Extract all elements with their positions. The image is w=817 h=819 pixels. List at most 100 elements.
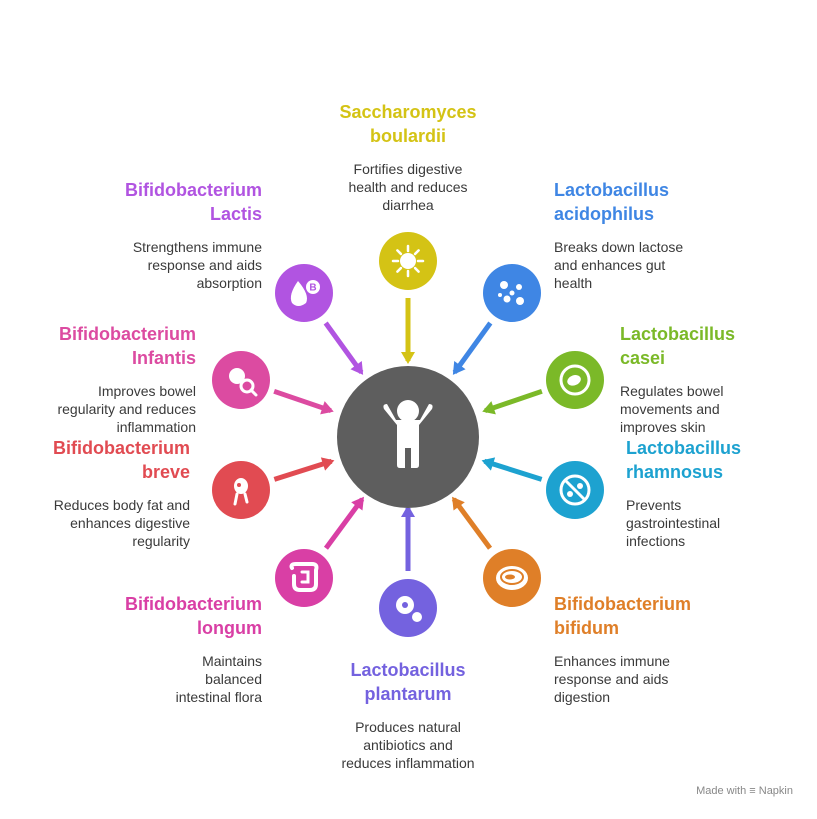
vitamin-b-drop-icon: B: [290, 280, 320, 306]
child-icon: [383, 400, 433, 468]
bacteria-icon: [498, 281, 524, 305]
description-line: response and aids: [147, 257, 262, 273]
node-bifidobacterium-bifidum: [483, 549, 541, 607]
description-line: health and reduces: [348, 179, 468, 195]
description-line: Strengthens immune: [132, 239, 262, 255]
arrowhead-bifidobacterium-longum: [351, 496, 364, 511]
description-line: regularity: [132, 533, 190, 549]
description-line: Reduces body fat and: [53, 497, 190, 513]
item-title: Bifidobacterium breve: [0, 436, 190, 484]
arrow-lactobacillus-rhamnosus: [483, 458, 543, 482]
label-bifidobacterium-lactis: Bifidobacterium Lactis Strengthens immun…: [32, 178, 262, 292]
arrowhead-lactobacillus-plantarum: [401, 505, 415, 517]
arrowhead-bifidobacterium-breve: [320, 457, 335, 471]
description-line: digestion: [554, 689, 611, 705]
node-bifidobacterium-breve: [212, 461, 270, 519]
title-line: Bifidobacterium: [124, 594, 262, 614]
description-line: Regulates bowel: [620, 383, 724, 399]
arrow-lactobacillus-casei: [484, 388, 543, 414]
title-line: Lactis: [209, 204, 262, 224]
item-description: Enhances immune response and aids digest…: [554, 652, 784, 706]
title-line: breve: [141, 462, 190, 482]
title-line: Lactobacillus: [626, 438, 742, 458]
description-line: response and aids: [554, 671, 669, 687]
svg-text:B: B: [309, 283, 316, 294]
title-line: boulardii: [370, 126, 446, 146]
item-description: Improves bowel regularity and reduces in…: [0, 382, 196, 436]
center-node: [337, 366, 479, 508]
credit-brand: Napkin: [758, 785, 793, 797]
arrowhead-bifidobacterium-lactis: [350, 361, 364, 375]
node-bifidobacterium-infantis: [212, 351, 270, 409]
title-line: plantarum: [364, 684, 452, 704]
item-description: Strengthens immune response and aids abs…: [32, 238, 262, 292]
title-line: Lactobacillus: [350, 660, 466, 680]
virus-gears-icon: [396, 596, 422, 622]
label-lactobacillus-rhamnosus: Lactobacillus rhamnosus Prevents gastroi…: [626, 436, 817, 550]
description-line: absorption: [196, 275, 262, 291]
item-description: Produces natural antibiotics and reduces…: [293, 718, 523, 772]
culture-dish-icon: [496, 566, 528, 590]
label-bifidobacterium-breve: Bifidobacterium breve Reduces body fat a…: [0, 436, 190, 550]
description-line: reduces inflammation: [341, 755, 475, 771]
item-title: Lactobacillus plantarum: [293, 658, 523, 706]
title-line: Bifidobacterium: [554, 594, 692, 614]
item-description: Prevents gastrointestinal infections: [626, 496, 817, 550]
description-line: antibiotics and: [363, 737, 453, 753]
label-bifidobacterium-infantis: Bifidobacterium Infantis Improves bowel …: [0, 322, 196, 436]
description-line: diarrhea: [382, 197, 434, 213]
title-line: Infantis: [131, 348, 196, 368]
label-lactobacillus-plantarum: Lactobacillus plantarum Produces natural…: [293, 658, 523, 772]
description-line: improves skin: [620, 419, 706, 435]
item-title: Bifidobacterium Infantis: [0, 322, 196, 370]
description-line: and enhances gut: [554, 257, 666, 273]
description-line: infections: [626, 533, 686, 549]
item-description: Fortifies digestive health and reduces d…: [293, 160, 523, 214]
arrow-bifidobacterium-longum: [323, 497, 365, 550]
arrow-bifidobacterium-bifidum: [451, 497, 493, 550]
description-line: movements and: [620, 401, 720, 417]
arrow-bifidobacterium-infantis: [273, 388, 332, 414]
title-line: Bifidobacterium: [58, 324, 196, 344]
item-description: Maintains balanced intestinal flora: [32, 652, 262, 706]
title-line: Lactobacillus: [620, 324, 736, 344]
title-line: Bifidobacterium: [124, 180, 262, 200]
made-with-credit: Made with ≡ Napkin: [696, 785, 793, 797]
no-bacteria-icon: [559, 474, 591, 506]
node-circle: [275, 549, 333, 607]
credit-text: Made with: [696, 785, 747, 797]
arrowhead-bifidobacterium-infantis: [320, 401, 334, 415]
item-title: Lactobacillus acidophilus: [554, 178, 784, 226]
label-lactobacillus-acidophilus: Lactobacillus acidophilus Breaks down la…: [554, 178, 784, 292]
description-line: Prevents: [626, 497, 682, 513]
arrowhead-lactobacillus-rhamnosus: [481, 457, 496, 471]
title-line: acidophilus: [554, 204, 655, 224]
node-lactobacillus-plantarum: [379, 579, 437, 637]
item-description: Breaks down lactose and enhances gut hea…: [554, 238, 784, 292]
description-line: health: [554, 275, 593, 291]
item-title: Bifidobacterium Lactis: [32, 178, 262, 226]
item-title: Saccharomyces boulardii: [293, 100, 523, 148]
description-line: intestinal flora: [175, 689, 262, 705]
description-line: inflammation: [116, 419, 196, 435]
microbe-icon: [233, 478, 249, 506]
title-line: longum: [197, 618, 262, 638]
node-saccharomyces-boulardii: [379, 232, 437, 290]
arrowhead-bifidobacterium-bifidum: [452, 496, 465, 511]
arrowhead-lactobacillus-acidophilus: [452, 361, 466, 375]
item-description: Regulates bowel movements and improves s…: [620, 382, 817, 436]
napkin-logo-icon: ≡: [749, 785, 756, 797]
description-line: enhances digestive: [70, 515, 190, 531]
description-line: regularity and reduces: [57, 401, 196, 417]
title-line: casei: [620, 348, 666, 368]
title-line: Saccharomyces: [339, 102, 477, 122]
description-line: Produces natural: [355, 719, 461, 735]
arrowhead-lactobacillus-casei: [482, 401, 496, 415]
title-line: bifidum: [554, 618, 619, 638]
title-line: Lactobacillus: [554, 180, 670, 200]
node-bifidobacterium-lactis: B: [275, 264, 333, 322]
item-description: Reduces body fat and enhances digestive …: [0, 496, 190, 550]
label-lactobacillus-casei: Lactobacillus casei Regulates bowel move…: [620, 322, 817, 436]
